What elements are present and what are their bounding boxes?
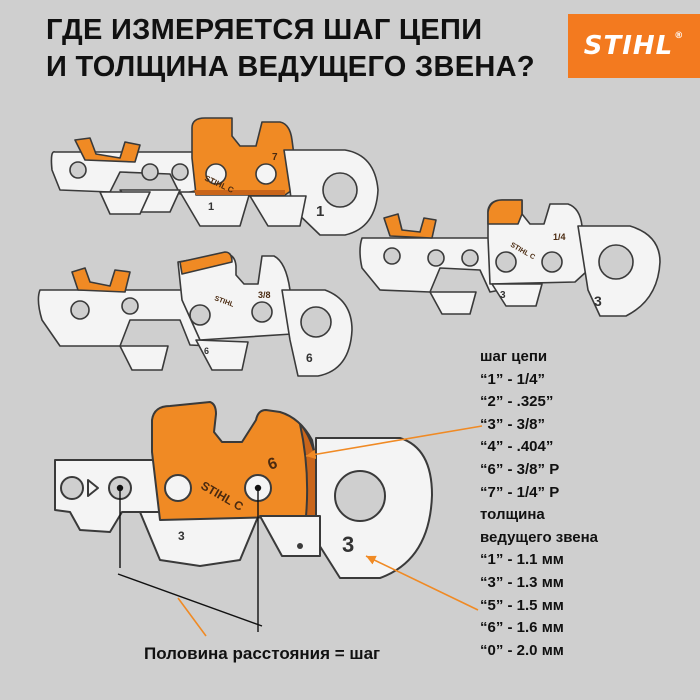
- chain-3-drive-link-mark: 3: [594, 293, 602, 309]
- specification-legend: шаг цепи “1” - 1/4” “2” - .325” “3” - 3/…: [480, 346, 695, 662]
- chain-2-cutter: [177, 251, 293, 341]
- registered-mark: ®: [674, 31, 685, 41]
- page-title: ГДЕ ИЗМЕРЯЕТСЯ ШАГ ЦЕПИ И ТОЛЩИНА ВЕДУЩЕ…: [46, 12, 535, 86]
- chain-3-rear-cutter: [383, 213, 437, 239]
- pitch-measurement: [116, 484, 263, 632]
- gauge-row: “6” - 1.6 мм: [480, 619, 564, 637]
- chain-3-cutter-code: 1/4: [553, 232, 566, 242]
- chain-1-front-drive-link: [249, 149, 379, 236]
- gauge-row: “1” - 1.1 мм: [480, 551, 564, 569]
- chain-1-rear-cutter: [74, 137, 141, 163]
- pitch-heading: шаг цепи: [480, 348, 548, 365]
- chain-3-cutter: [487, 199, 587, 285]
- gauge-heading-line-1: толщина: [480, 506, 545, 524]
- half-distance-pointer: [177, 597, 207, 637]
- chain-2: STIHL 3/8 6 6: [37, 251, 353, 377]
- pitch-row: “3” - 3/8”: [480, 415, 546, 433]
- title-line-1: ГДЕ ИЗМЕРЯЕТСЯ ШАГ ЦЕПИ: [46, 14, 483, 46]
- pitch-mark-pointer: [305, 425, 483, 460]
- chain-2-tie-mark: 6: [204, 346, 209, 356]
- title-line-2: И ТОЛЩИНА ВЕДУЩЕГО ЗВЕНА?: [46, 51, 535, 83]
- chain-big-front-drive-link: [259, 437, 433, 579]
- chain-2-side-strap: [37, 289, 211, 347]
- chain-big-tie-mark: 3: [178, 529, 185, 543]
- gauge-row: “0” - 2.0 мм: [480, 641, 564, 659]
- stihl-logo: STIHL®: [568, 14, 700, 78]
- gauge-mark-pointer: [365, 555, 479, 611]
- chain-2-cutter-code: 3/8: [258, 290, 271, 300]
- pitch-row: “1” - 1/4”: [480, 370, 546, 388]
- chain-3-side-strap: [359, 237, 501, 293]
- chain-2-rear-cutter: [71, 267, 131, 293]
- chain-1: STIHL C 7 1 1: [50, 117, 379, 236]
- chain-big: STIHL C 6 3 3: [54, 401, 433, 579]
- pin-center-marker: [116, 484, 124, 492]
- chain-1-tie-strap: [99, 191, 151, 215]
- chain-2-front-drive-link: [119, 289, 353, 377]
- chain-3: STIHL C 1/4 3 3: [359, 199, 661, 317]
- chain-1-tie-mark: 1: [208, 201, 214, 213]
- chain-3-front-drive-link: [429, 225, 661, 317]
- pitch-row: “6” - 3/8” P: [480, 460, 560, 478]
- pitch-caption: Половина расстояния = шаг: [144, 644, 381, 663]
- chain-1-cutter-code: 7: [272, 152, 278, 163]
- pitch-row: “2” - .325”: [480, 393, 554, 411]
- chain-big-drive-link-mark: 3: [342, 532, 354, 557]
- gauge-row: “5” - 1.5 мм: [480, 596, 564, 614]
- gauge-heading-line-2: ведущего звена: [480, 528, 599, 546]
- gauge-row: “3” - 1.3 мм: [480, 573, 564, 591]
- pitch-row: “4” - .404”: [480, 438, 554, 456]
- chain-2-drive-link-mark: 6: [306, 351, 313, 365]
- chain-1-side-strap: [50, 151, 201, 195]
- pin-center-marker: [254, 484, 262, 492]
- chain-1-drive-link-mark: 1: [316, 203, 324, 220]
- chain-big-rear-drive-link: [139, 511, 261, 567]
- chain-1-cutter: [191, 117, 299, 196]
- pitch-row: “7” - 1/4” P: [480, 483, 560, 501]
- chain-3-tie-mark: 3: [500, 290, 506, 301]
- logo-text: STIHL®: [583, 31, 685, 61]
- pitch-dimension-line: [117, 573, 263, 627]
